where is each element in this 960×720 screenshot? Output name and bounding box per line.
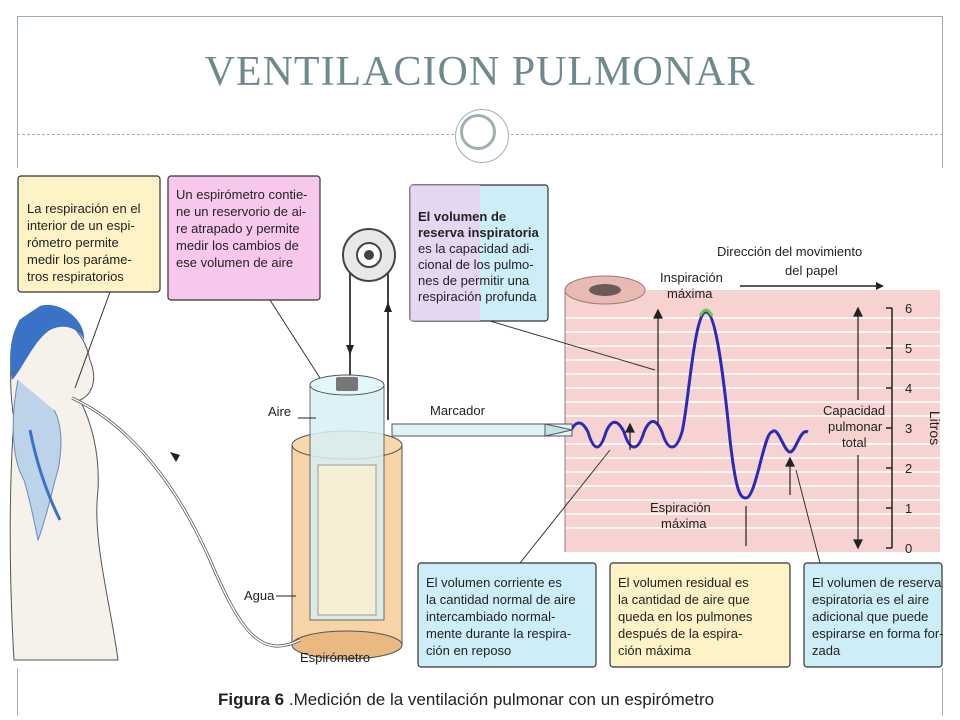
slide-title: VENTILACION PULMONAR (204, 49, 756, 95)
reserva-esp-line: zada (812, 643, 841, 658)
box-reserva-inspiratoria: El volumen de reserva inspiratoria es la… (409, 184, 656, 371)
reserva-insp-line: nes de permitir una (418, 273, 530, 288)
reserva-insp-line: reserva inspiratoria (418, 225, 539, 240)
tick-label: 4 (905, 381, 912, 396)
espirometro-box-line: ese volumen de aire (176, 255, 293, 270)
corriente-line: intercambiado normal- (426, 609, 555, 624)
espirometro-box-line: ne un reservorio de ai- (176, 204, 306, 219)
spirometer (291, 228, 573, 660)
paper-drum (564, 275, 940, 552)
person-illustration (9, 304, 301, 661)
tick-label: 6 (905, 301, 912, 316)
tick-label: 3 (905, 421, 912, 436)
inspiracion-label-2: máxima (667, 286, 713, 301)
direccion-line2: del papel (785, 263, 838, 278)
spirometer-figure: 0 1 2 3 4 5 6 Litros Dirección del movim… (5, 168, 945, 668)
box-respiracion: La respiración en el interior de un espi… (17, 175, 161, 389)
tick-label: 0 (905, 541, 912, 556)
corriente-line: El volumen corriente es (426, 575, 562, 590)
measurement-arrows (625, 306, 863, 550)
residual-line: queda en los pulmones (618, 609, 753, 624)
box-reserva-espiratoria: El volumen de reserva espiratoria es el … (795, 469, 944, 668)
marcador-label: Marcador (430, 403, 486, 418)
tick-label: 5 (905, 341, 912, 356)
respiracion-line: medir los paráme- (27, 252, 132, 267)
spirogram-trace (568, 310, 809, 500)
reserva-esp-line: El volumen de reserva (812, 575, 942, 590)
figure-caption: Figura 6 .Medición de la ventilación pul… (218, 690, 714, 710)
reserva-insp-line: es la capacidad adi- (418, 241, 534, 256)
corriente-line: ción en reposo (426, 643, 511, 658)
espirometro-box-line: medir los cambios de (176, 238, 299, 253)
reserva-insp-line: cional de los pulmo- (418, 257, 534, 272)
caption-figure-number: Figura 6 (218, 690, 285, 709)
hair (10, 304, 85, 380)
box-residual: El volumen residual es la cantidad de ai… (609, 562, 791, 668)
reserva-insp-line: El volumen de (418, 209, 506, 224)
respiracion-line: La respiración en el (27, 201, 141, 216)
espiracion-label: Espiración (650, 500, 711, 515)
tick-label: 2 (905, 461, 912, 476)
respiracion-line: interior de un espi- (27, 218, 135, 233)
capacidad-label-2: pulmonar (828, 419, 883, 434)
corriente-line: mente durante la respira- (426, 626, 571, 641)
espirometro-label: Espirómetro (300, 650, 370, 665)
peak-marker (698, 308, 714, 317)
litros-label: Litros (927, 411, 943, 445)
capacidad-label: Capacidad (823, 403, 885, 418)
reserva-esp-line: espiratoria es el aire (812, 592, 929, 607)
litros-scale: 0 1 2 3 4 5 6 Litros (886, 301, 943, 556)
residual-line: la cantidad de aire que (618, 592, 750, 607)
residual-line: El volumen residual es (618, 575, 749, 590)
aire-label: Aire (268, 404, 291, 419)
paper-sheet (565, 290, 940, 552)
respiracion-line: rómetro permite (27, 235, 119, 250)
corriente-line: la cantidad normal de aire (426, 592, 576, 607)
paper-lines (565, 317, 940, 529)
caption-text: .Medición de la ventilación pulmonar con… (284, 690, 715, 709)
capacidad-label-3: total (842, 435, 867, 450)
residual-line: después de la espira- (618, 626, 742, 641)
reserva-esp-line: espirarse en forma for- (812, 626, 944, 641)
respiracion-line: tros respiratorios (27, 269, 124, 284)
divider-ring-ornament (456, 110, 508, 162)
espirometro-box-line: re atrapado y permite (176, 221, 300, 236)
box-corriente: El volumen corriente es la cantidad norm… (417, 449, 611, 668)
residual-line: ción máxima (618, 643, 692, 658)
reserva-esp-line: adicional que puede (812, 609, 928, 624)
direccion-line1: Dirección del movimiento (717, 244, 862, 259)
espirometro-box-line: Un espirómetro contie- (176, 187, 308, 202)
inspiracion-label: Inspiración (660, 270, 723, 285)
agua-label: Agua (244, 588, 275, 603)
reserva-insp-line: respiración profunda (418, 289, 537, 304)
tick-label: 1 (905, 501, 912, 516)
espiracion-label-2: máxima (661, 516, 707, 531)
box-espirometro: Un espirómetro contie- ne un reservorio … (167, 175, 321, 379)
